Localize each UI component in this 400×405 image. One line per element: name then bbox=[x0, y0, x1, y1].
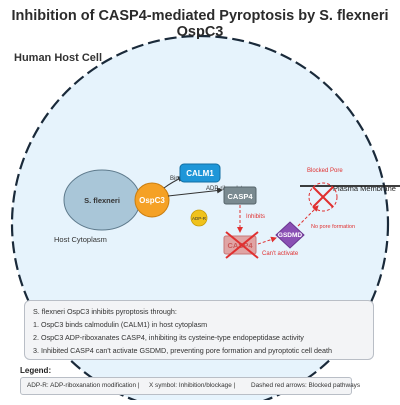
calm1-node bbox=[179, 163, 221, 183]
legend-item-x-symbol: X symbol: Inhibition/blockage | bbox=[149, 382, 236, 389]
gsdmd-node bbox=[275, 221, 305, 249]
legend-item-dashed-arrows: Dashed red arrows: Blocked pathways bbox=[251, 382, 361, 389]
legend-item-adpr: ADP-R: ADP-riboxanation modification | bbox=[27, 382, 140, 389]
description-line: 2. OspC3 ADP-riboxanates CASP4, inhibiti… bbox=[33, 333, 304, 342]
calm1-label: CALM1 bbox=[186, 169, 214, 178]
adp-ribosylates-arrow bbox=[167, 187, 223, 197]
ospc3-node bbox=[134, 182, 170, 218]
blocked-pore-label: Blocked Pore bbox=[307, 168, 343, 174]
binds-edge-label: Bin bbox=[170, 176, 179, 182]
description-line: 3. Inhibited CASP4 can't activate GSDMD,… bbox=[33, 346, 333, 355]
description-box: S. flexneri OspC3 inhibits pyroptosis th… bbox=[24, 300, 374, 360]
no-pore-formation-label: No pore formation bbox=[311, 224, 355, 230]
diagram-title: Inhibition of CASP4-mediated Pyroptosis … bbox=[11, 8, 389, 40]
inhibits-edge-label: Inhibits bbox=[246, 214, 265, 220]
casp4-label: CASP4 bbox=[227, 192, 253, 201]
host-cell-label: Human Host Cell bbox=[14, 52, 103, 64]
adpr-label: ADP-R bbox=[192, 216, 207, 221]
blocked-pore-x-icon bbox=[312, 186, 334, 208]
plasma-membrane-label: Plasma Membrane bbox=[333, 184, 396, 193]
casp4-node bbox=[223, 186, 257, 205]
blocked-pore-ring bbox=[308, 182, 338, 212]
ospc3-label: OspC3 bbox=[139, 196, 165, 205]
description-line: S. flexneri OspC3 inhibits pyroptosis th… bbox=[33, 307, 177, 316]
host-cytoplasm-label: Host Cytoplasm bbox=[54, 235, 107, 244]
blocked-casp4-x-icon bbox=[225, 231, 259, 259]
gsdmd-label: GSDMD bbox=[278, 232, 303, 239]
adpr-badge bbox=[190, 209, 208, 227]
s-flexneri-label: S. flexneri bbox=[84, 196, 120, 205]
legend-title: Legend: bbox=[20, 366, 52, 375]
legend-box: ADP-R: ADP-riboxanation modification | X… bbox=[20, 377, 360, 395]
description-line: 1. OspC3 binds calmodulin (CALM1) in hos… bbox=[33, 320, 208, 329]
cant-activate-edge-label: Can't activate bbox=[262, 251, 299, 257]
cant-activate-arrow bbox=[257, 236, 277, 245]
